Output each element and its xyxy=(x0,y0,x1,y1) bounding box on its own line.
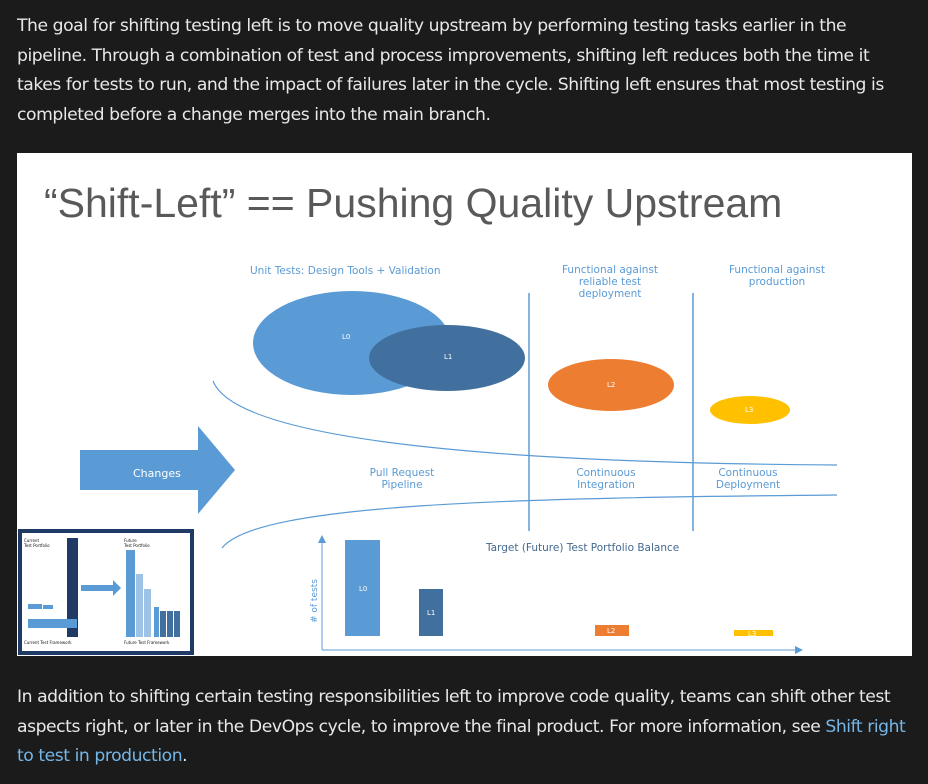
y-axis-arrowhead xyxy=(318,535,326,543)
thumb-current-bar-small xyxy=(28,604,42,609)
stage-pr-line2: Pipeline xyxy=(381,479,422,491)
bubble-l3 xyxy=(710,396,790,424)
unit-tests-header: Unit Tests: Design Tools + Validation xyxy=(250,265,441,277)
outro-paragraph: In addition to shifting certain testing … xyxy=(17,683,917,772)
functional-header-line1: Functional against xyxy=(562,264,658,276)
bubble-l1 xyxy=(369,325,525,391)
thumb-current-bar-large xyxy=(67,538,78,637)
bar-l1 xyxy=(419,589,443,636)
shift-right-link[interactable]: Shift right to test in production xyxy=(17,716,906,767)
thumb-future-framework: Future Test Framework xyxy=(124,640,170,645)
funnel-curve-top xyxy=(212,380,838,466)
bubble-l0-label: L0 xyxy=(342,333,350,341)
production-header-line2: production xyxy=(749,276,805,288)
changes-arrow-label: Changes xyxy=(133,467,181,480)
funnel-curve-bottom xyxy=(221,494,838,549)
bar-l0 xyxy=(345,540,380,636)
functional-header-line2: reliable test xyxy=(579,276,641,288)
stage-ci-line1: Continuous xyxy=(576,467,635,479)
thumb-current-line1: Current xyxy=(24,538,39,543)
diagram-canvas: “Shift-Left” == Pushing Quality Upstream… xyxy=(18,180,838,655)
thumb-current-framework-bar xyxy=(28,619,77,628)
thumb-future-grid-1 xyxy=(160,611,166,637)
diagram-title: “Shift-Left” == Pushing Quality Upstream xyxy=(44,180,782,226)
shift-left-diagram: “Shift-Left” == Pushing Quality Upstream… xyxy=(17,153,912,656)
thumb-future-bar-l3 xyxy=(154,607,159,637)
stage-cd-line2: Deployment xyxy=(716,479,780,491)
bar-l2-label: L2 xyxy=(607,627,615,635)
stage-cd-line1: Continuous xyxy=(718,467,777,479)
functional-header-line3: deployment xyxy=(579,288,642,300)
thumb-current-framework: Current Test Framework xyxy=(24,640,72,645)
intro-paragraph: The goal for shifting testing left is to… xyxy=(17,16,884,125)
thumb-future-line2: Test Portfolio xyxy=(123,543,150,548)
stage-pr-line1: Pull Request xyxy=(370,467,435,479)
bubble-l2-label: L2 xyxy=(607,381,615,389)
bar-l3 xyxy=(734,630,773,636)
thumb-current-bar-smaller xyxy=(43,605,53,609)
outro-text: In addition to shifting certain testing … xyxy=(17,687,891,737)
bubble-l1-label: L1 xyxy=(444,353,452,361)
thumb-future-bar-l2 xyxy=(144,589,151,637)
bar-l3-label: L3 xyxy=(748,630,756,638)
thumbnail-frame xyxy=(18,529,194,655)
bar-l2 xyxy=(595,625,629,636)
thumb-future-grid-2 xyxy=(167,611,173,637)
outro-end: . xyxy=(182,746,188,766)
bubble-l2 xyxy=(548,359,674,411)
y-axis-label: # of tests xyxy=(310,579,320,623)
thumb-future-bar-l1 xyxy=(136,574,143,637)
x-axis-arrowhead xyxy=(795,646,803,654)
thumb-current-line2: Test Portfolio xyxy=(23,543,50,548)
thumb-future-grid-3 xyxy=(174,611,180,637)
bar-l0-label: L0 xyxy=(359,585,367,593)
changes-arrow xyxy=(80,426,235,514)
portfolio-thumbnail: Current Test Portfolio Future Test Portf… xyxy=(18,529,194,655)
stage-ci-line2: Integration xyxy=(577,479,635,491)
thumb-future-bar-l0 xyxy=(126,550,135,637)
bubble-l3-label: L3 xyxy=(745,406,753,414)
portfolio-title: Target (Future) Test Portfolio Balance xyxy=(485,542,679,554)
production-header-line1: Functional against xyxy=(729,264,825,276)
thumb-future-line1: Future xyxy=(124,538,137,543)
bar-l1-label: L1 xyxy=(427,609,435,617)
thumb-arrow xyxy=(81,580,121,596)
